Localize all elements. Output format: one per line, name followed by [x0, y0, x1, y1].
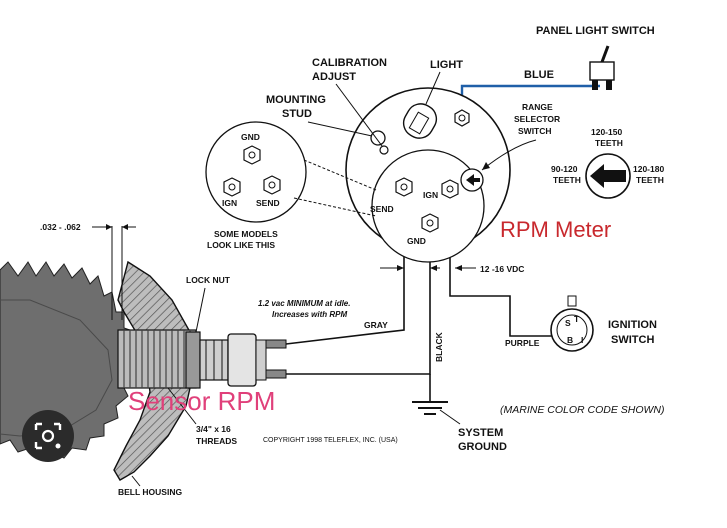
alt-ign-label: IGN: [222, 198, 237, 208]
alt-gnd-label: GND: [241, 132, 260, 142]
calibration-label-2: ADJUST: [312, 71, 356, 83]
rpm-gauge: [345, 87, 511, 263]
lock-nut-label: LOCK NUT: [186, 275, 231, 285]
teeth-120-180-label-2: TEETH: [636, 175, 664, 185]
threads-label-2: THREADS: [196, 436, 237, 446]
mounting-stud-label-2: STUD: [282, 108, 312, 120]
system-ground-label-1: SYSTEM: [458, 427, 503, 439]
calibration-label-1: CALIBRATION: [312, 57, 387, 69]
switch-s-label: S: [565, 318, 571, 328]
ignition-switch-label-2: SWITCH: [611, 334, 654, 346]
ignition-switch-label-1: IGNITION: [608, 319, 657, 331]
mounting-stud-label-1: MOUNTING: [266, 94, 326, 106]
lock-nut: [185, 331, 201, 389]
vdc-label: 12 -16 VDC: [480, 264, 524, 274]
teeth-120-180-label-1: 120-180: [633, 164, 664, 174]
gauge-ign-label: IGN: [423, 190, 438, 200]
gap-label: .032 - .062: [40, 222, 81, 232]
teeth-90-120-label-2: TEETH: [553, 175, 581, 185]
system-ground-label-2: GROUND: [458, 441, 507, 453]
threads-label-1: 3/4" x 16: [196, 424, 231, 434]
range-selector-detail: [585, 153, 631, 199]
ground-symbol: [412, 401, 461, 425]
switch-i-label: I: [581, 335, 583, 345]
range-label-3: SWITCH: [518, 126, 552, 136]
google-lens-icon[interactable]: [22, 410, 74, 462]
purple-wire-label: PURPLE: [505, 338, 540, 348]
gauge-send-label: SEND: [370, 204, 394, 214]
light-label: LIGHT: [430, 59, 463, 71]
panel-light-switch-label: PANEL LIGHT SWITCH: [536, 25, 655, 37]
gray-wire-label: GRAY: [364, 320, 388, 330]
panel-light-switch: [589, 45, 615, 90]
teeth-90-120-label-1: 90-120: [551, 164, 578, 174]
some-models-label-2: LOOK LIKE THIS: [207, 240, 275, 250]
teeth-120-150-label-1: 120-150: [591, 127, 622, 137]
gauge-gnd-label: GND: [407, 236, 426, 246]
marine-color-note: (MARINE COLOR CODE SHOWN): [500, 404, 665, 416]
some-models-label-1: SOME MODELS: [214, 229, 278, 239]
gap-dimension: [92, 224, 136, 320]
range-label-1: RANGE: [522, 102, 553, 112]
blue-wire-label: BLUE: [524, 69, 554, 81]
switch-t-label: T: [574, 314, 580, 324]
rpm-sensor: [117, 329, 287, 389]
alt-send-label: SEND: [256, 198, 280, 208]
range-label-2: SELECTOR: [514, 114, 560, 124]
black-wire-label: BLACK: [434, 331, 444, 362]
rpm-meter-annotation: RPM Meter: [500, 217, 611, 242]
bell-housing-label: BELL HOUSING: [118, 487, 182, 497]
ignition-switch: [550, 295, 594, 352]
teeth-120-150-label-2: TEETH: [595, 138, 623, 148]
switch-b-label: B: [567, 335, 573, 345]
alt-terminal-detail: [205, 121, 377, 223]
min-voltage-label-2: Increases with RPM: [272, 310, 347, 319]
sensor-rpm-annotation: Sensor RPM: [128, 386, 275, 416]
copyright-text: COPYRIGHT 1998 TELEFLEX, INC. (USA): [263, 437, 398, 444]
min-voltage-label-1: 1.2 vac MINIMUM at idle.: [258, 299, 350, 308]
